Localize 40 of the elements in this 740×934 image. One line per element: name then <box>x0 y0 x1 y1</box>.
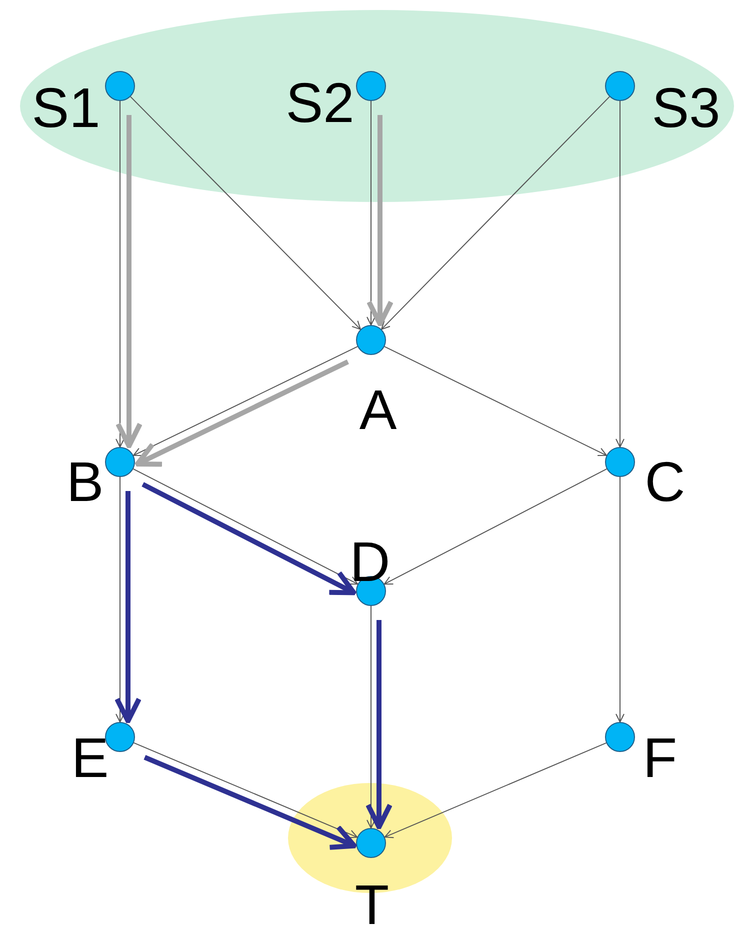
arrow <box>381 96 610 330</box>
arrow <box>116 100 124 448</box>
arrow <box>366 100 376 326</box>
node-label: C <box>644 454 686 510</box>
node-circle <box>356 71 386 101</box>
arrow <box>384 346 607 456</box>
node-circle <box>105 447 135 477</box>
arrow <box>133 742 358 838</box>
arrow <box>132 468 358 585</box>
node-label: T <box>354 877 390 933</box>
arrow <box>116 115 142 448</box>
arrow <box>366 606 376 828</box>
node-label: D <box>350 534 390 590</box>
arrow <box>384 468 608 585</box>
node-label: A <box>359 382 397 438</box>
node-label: B <box>66 454 104 510</box>
node-circle <box>105 71 135 101</box>
arrow <box>130 96 361 330</box>
arrow <box>114 491 142 724</box>
arrow <box>133 346 358 456</box>
arrow <box>144 755 357 850</box>
arrow <box>116 476 124 722</box>
node-circle <box>605 71 635 101</box>
arrow <box>366 115 394 326</box>
node-label: S1 <box>32 80 100 136</box>
node-circle <box>105 722 135 752</box>
arrow <box>616 476 624 722</box>
arrow <box>616 100 624 448</box>
node-circle <box>356 828 386 858</box>
node-label: E <box>71 730 109 786</box>
arrow <box>134 359 349 467</box>
node-label: F <box>642 730 678 786</box>
node-circle <box>605 722 635 752</box>
node-circle <box>356 325 386 355</box>
arrow <box>142 482 356 596</box>
arrow <box>384 742 607 838</box>
arrow <box>366 620 392 830</box>
node-label: S2 <box>286 75 354 131</box>
node-circle <box>605 447 635 477</box>
node-label: S3 <box>652 80 720 136</box>
